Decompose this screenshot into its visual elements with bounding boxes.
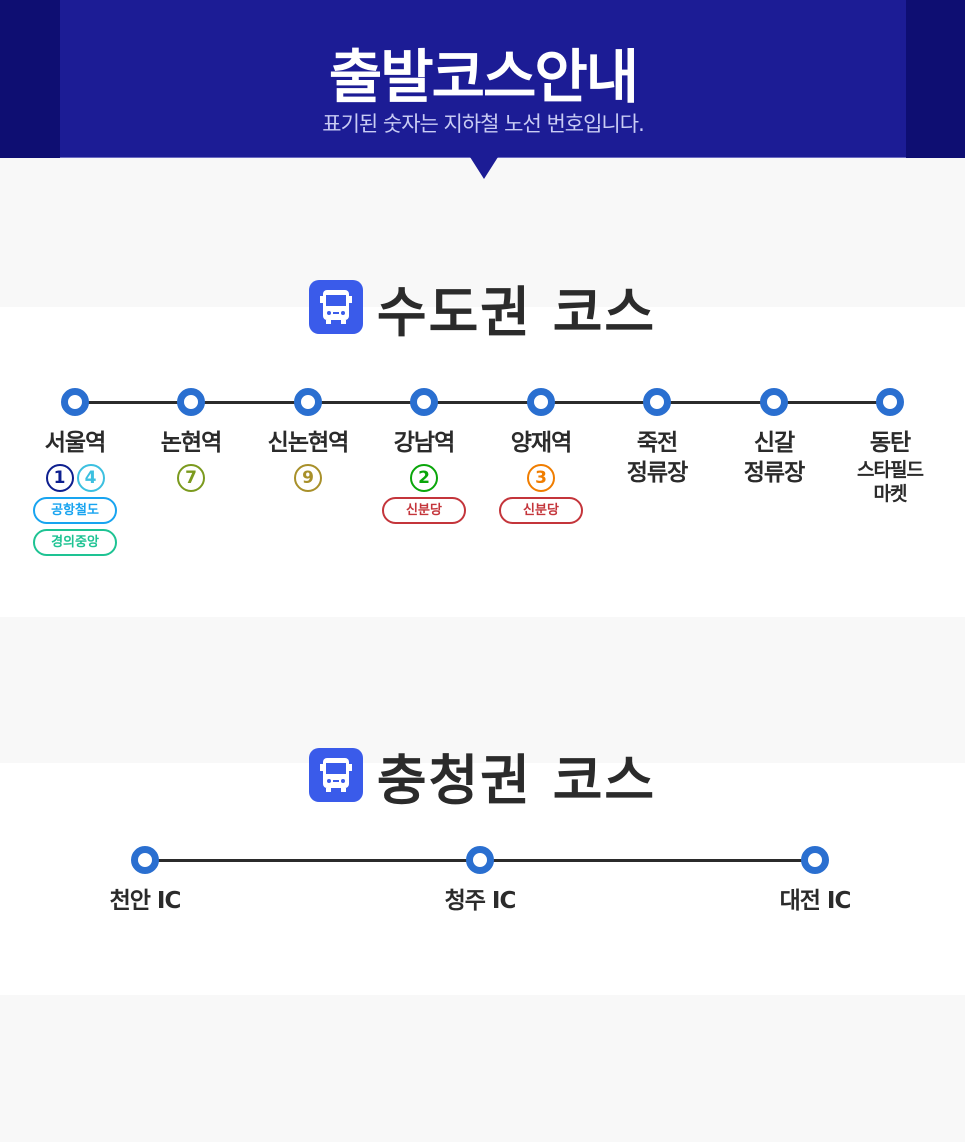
rail-line-pill: 신분당 <box>499 497 583 524</box>
station-name: 강남역 <box>393 430 455 456</box>
page-title: 출발코스안내 <box>328 43 639 111</box>
station[interactable]: 강남역 2 신분당 <box>359 428 489 524</box>
section-bg-chungcheong <box>0 763 965 995</box>
section-bg-capital <box>0 307 965 617</box>
header-banner: 출발코스안내 표기된 숫자는 지하철 노선 번호입니다. <box>0 0 965 179</box>
subway-line-badge: 9 <box>294 464 322 492</box>
page-subtitle: 표기된 숫자는 지하철 노선 번호입니다. <box>322 112 645 136</box>
station-name: 청주 IC <box>444 888 517 914</box>
station-marker <box>643 388 671 416</box>
route-line <box>75 401 890 404</box>
station[interactable]: 천안 IC <box>80 886 210 916</box>
station[interactable]: 신논현역 9 <box>243 428 373 492</box>
station-marker <box>410 388 438 416</box>
subway-line-badge: 7 <box>177 464 205 492</box>
station-name: 동탄 <box>869 430 911 456</box>
station-name: 서울역 <box>44 430 106 456</box>
station-marker <box>760 388 788 416</box>
station-marker <box>294 388 322 416</box>
station[interactable]: 논현역 7 <box>126 428 256 492</box>
station-name: 양재역 <box>510 430 572 456</box>
subway-line-badge: 1 <box>45 464 74 492</box>
station-name: 대전 IC <box>779 888 852 914</box>
station-name: 논현역 <box>160 430 222 456</box>
bus-icon <box>308 280 363 334</box>
station-name: 정류장 <box>743 460 805 486</box>
rail-line-pill: 공항철도 <box>33 497 117 524</box>
section-title: 수도권 코스 <box>0 272 965 344</box>
station[interactable]: 양재역 3 신분당 <box>476 428 606 524</box>
station-marker <box>131 846 159 874</box>
rail-line-pill: 신분당 <box>382 497 466 524</box>
section-title-text: 충청권 코스 <box>376 748 657 812</box>
station-marker <box>876 388 904 416</box>
station-name: 정류장 <box>626 460 688 486</box>
station-marker <box>801 846 829 874</box>
station-marker <box>527 388 555 416</box>
station[interactable]: 대전 IC <box>750 886 880 916</box>
station[interactable]: 청주 IC <box>415 886 545 916</box>
section-title: 충청권 코스 <box>0 740 965 812</box>
station-name: 스타필드 <box>857 459 924 481</box>
subway-line-badge: 2 <box>410 464 438 492</box>
subway-line-badge: 3 <box>527 464 555 492</box>
section-title-text: 수도권 코스 <box>376 280 657 344</box>
station-name: 신갈 <box>753 430 795 456</box>
bus-icon <box>308 748 363 802</box>
header-panel: 출발코스안내 표기된 숫자는 지하철 노선 번호입니다. <box>60 0 906 158</box>
station-marker <box>466 846 494 874</box>
rail-line-pill: 경의중앙 <box>33 529 117 556</box>
station-name: 죽전 <box>636 430 678 456</box>
station-marker <box>61 388 89 416</box>
header-pointer <box>470 157 498 179</box>
station-name: 마켓 <box>873 483 908 505</box>
subway-line-badge: 4 <box>76 464 105 492</box>
station-name: 신논현역 <box>267 430 350 456</box>
station-name: 천안 IC <box>109 888 182 914</box>
station-marker <box>177 388 205 416</box>
